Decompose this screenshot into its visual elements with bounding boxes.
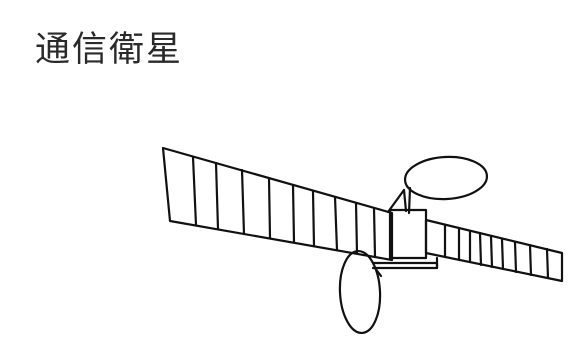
page-title: 通信衛星: [35, 30, 184, 70]
left-solar-panel: [161, 146, 394, 262]
lower-bracket: [371, 256, 439, 270]
upper-dish-antenna: [403, 155, 489, 215]
lower-dish-antenna: [338, 249, 383, 335]
right-solar-panel: [424, 218, 564, 283]
satellite-body: [386, 188, 428, 260]
